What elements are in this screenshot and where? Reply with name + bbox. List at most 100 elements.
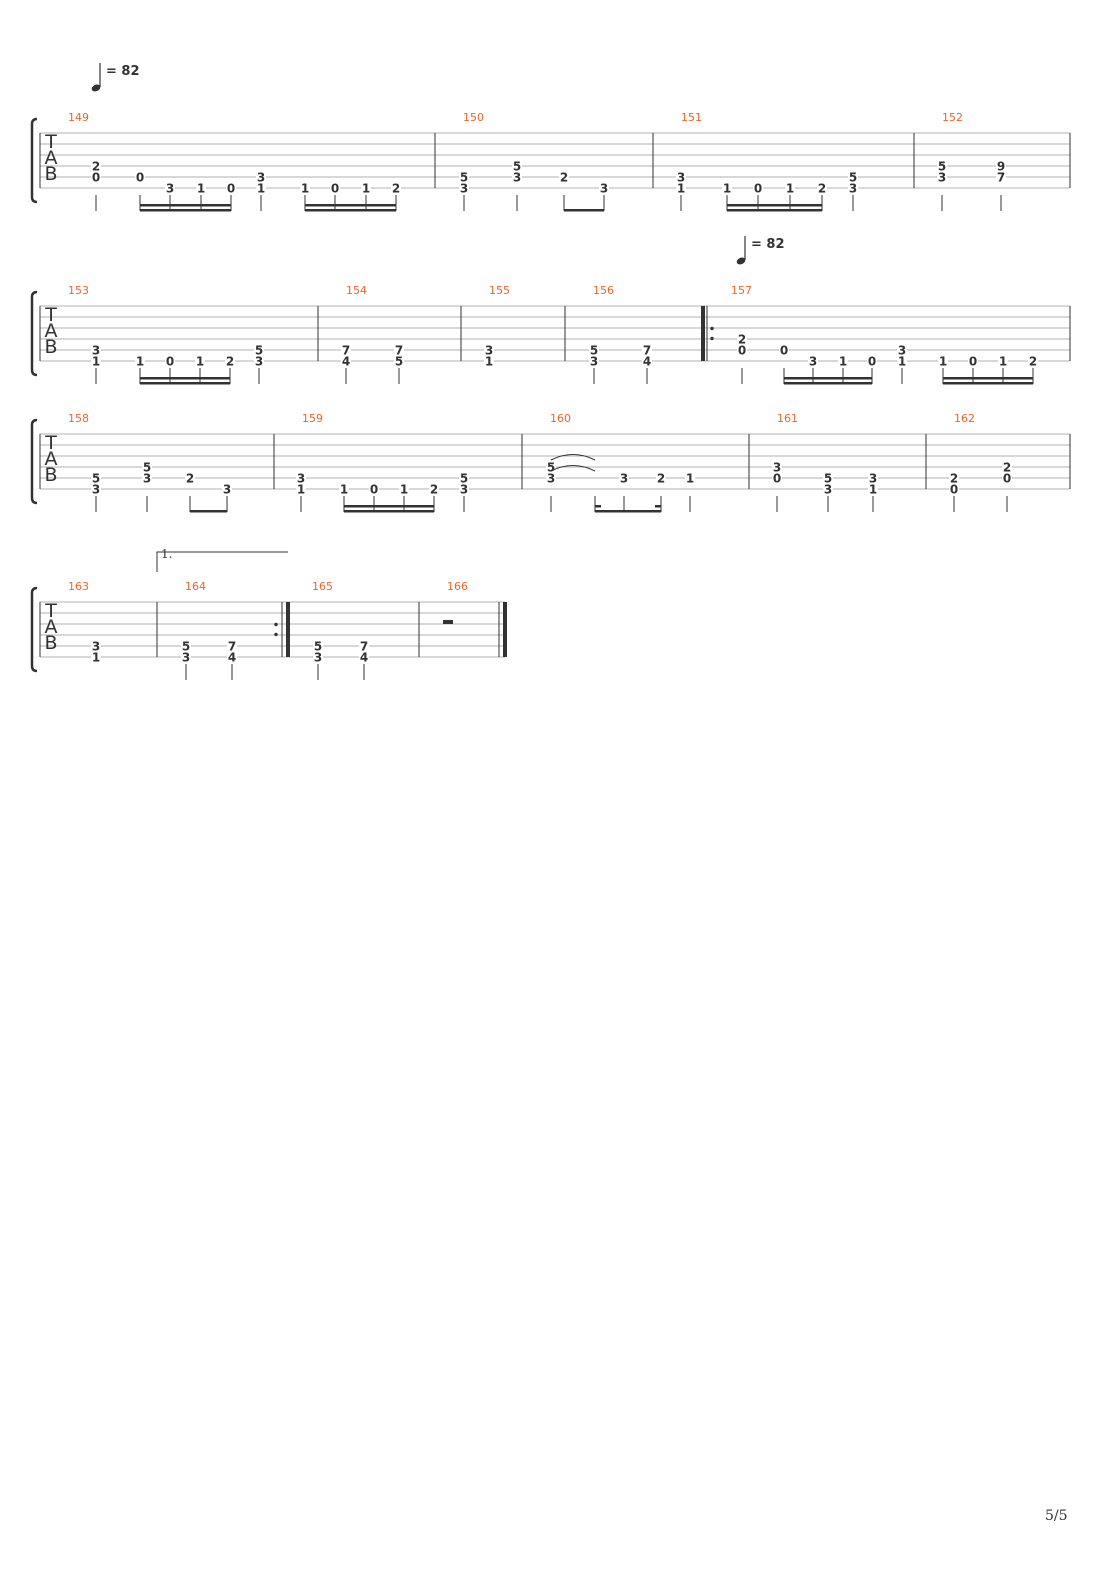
fret-background (938, 355, 948, 367)
fret-background (313, 640, 323, 652)
fret-background (589, 344, 599, 356)
fret-background (949, 483, 959, 495)
fret-number: 1 (301, 182, 309, 196)
repeat-dot (710, 336, 714, 341)
fret-background (296, 472, 306, 484)
fret-number: 4 (643, 355, 651, 369)
fret-number: 1 (197, 182, 205, 196)
fret-number: 7 (360, 640, 368, 654)
fret-number: 5 (824, 472, 832, 486)
fret-background (91, 344, 101, 356)
fret-number: 1 (340, 483, 348, 497)
beam (564, 209, 604, 212)
fret-number: 1 (92, 355, 100, 369)
beam (595, 510, 661, 513)
tab-clef-letter: T (44, 432, 57, 454)
tie (550, 465, 596, 472)
fret-background (949, 472, 959, 484)
fret-number: 3 (182, 651, 190, 665)
fret-number: 2 (1003, 461, 1011, 475)
fret-number: 0 (166, 355, 174, 369)
system-bracket (30, 418, 38, 505)
volta-label: 1. (161, 547, 172, 561)
measure-number: 159 (302, 412, 323, 425)
fret-background (341, 355, 351, 367)
repeat-start-thick (701, 306, 705, 361)
fret-number: 1 (839, 355, 847, 369)
volta-bracket (156, 551, 288, 572)
tab-clef-letter: A (45, 448, 58, 470)
fret-number: 3 (590, 355, 598, 369)
tempo-label: = 82 (751, 237, 785, 252)
beam (727, 209, 822, 212)
fret-background (227, 651, 237, 663)
tempo-label: = 82 (106, 64, 140, 79)
fret-number: 7 (342, 344, 350, 358)
fret-number: 1 (136, 355, 144, 369)
fret-number: 3 (849, 182, 857, 196)
fret-number: 1 (677, 182, 685, 196)
fret-background (937, 160, 947, 172)
fret-number: 0 (773, 472, 781, 486)
fret-background (848, 171, 858, 183)
fret-background (779, 344, 789, 356)
fret-background (195, 355, 205, 367)
fret-background (656, 472, 666, 484)
fret-background (256, 171, 266, 183)
fret-background (848, 182, 858, 194)
fret-number: 1 (786, 182, 794, 196)
beam (140, 204, 231, 207)
fret-background (142, 461, 152, 473)
fret-background (330, 182, 340, 194)
fret-number: 1 (257, 182, 265, 196)
fret-background (91, 472, 101, 484)
measure-number: 150 (463, 111, 484, 124)
fret-number: 2 (950, 472, 958, 486)
tab-clef-letter: A (45, 147, 58, 169)
tab-clef-letter: B (44, 632, 57, 654)
tempo-marking: = 82 (91, 63, 140, 92)
beam (344, 510, 434, 513)
fret-background (459, 182, 469, 194)
fret-number: 3 (773, 461, 781, 475)
fret-number: 7 (643, 344, 651, 358)
fret-background (459, 171, 469, 183)
fret-number: 4 (342, 355, 350, 369)
beam (784, 377, 872, 380)
fret-number: 3 (513, 171, 521, 185)
fret-number: 3 (314, 651, 322, 665)
fret-number: 3 (938, 171, 946, 185)
fret-number: 2 (186, 472, 194, 486)
fret-number: 3 (92, 483, 100, 497)
fret-number: 1 (400, 483, 408, 497)
tab-clef-letter: A (45, 320, 58, 342)
tab-clef-letter: T (44, 304, 57, 326)
beam (344, 505, 434, 508)
fret-number: 3 (460, 483, 468, 497)
fret-background (225, 355, 235, 367)
fret-background (91, 483, 101, 495)
fret-number: 3 (547, 472, 555, 486)
fret-background (196, 182, 206, 194)
fret-background (676, 182, 686, 194)
fret-background (181, 640, 191, 652)
fret-background (429, 483, 439, 495)
measure-number: 154 (346, 284, 367, 297)
fret-background (135, 355, 145, 367)
measure-number: 153 (68, 284, 89, 297)
measure: 166 (443, 580, 507, 657)
fret-background (135, 171, 145, 183)
fret-background (459, 472, 469, 484)
fret-background (998, 355, 1008, 367)
fret-number: 5 (92, 472, 100, 486)
